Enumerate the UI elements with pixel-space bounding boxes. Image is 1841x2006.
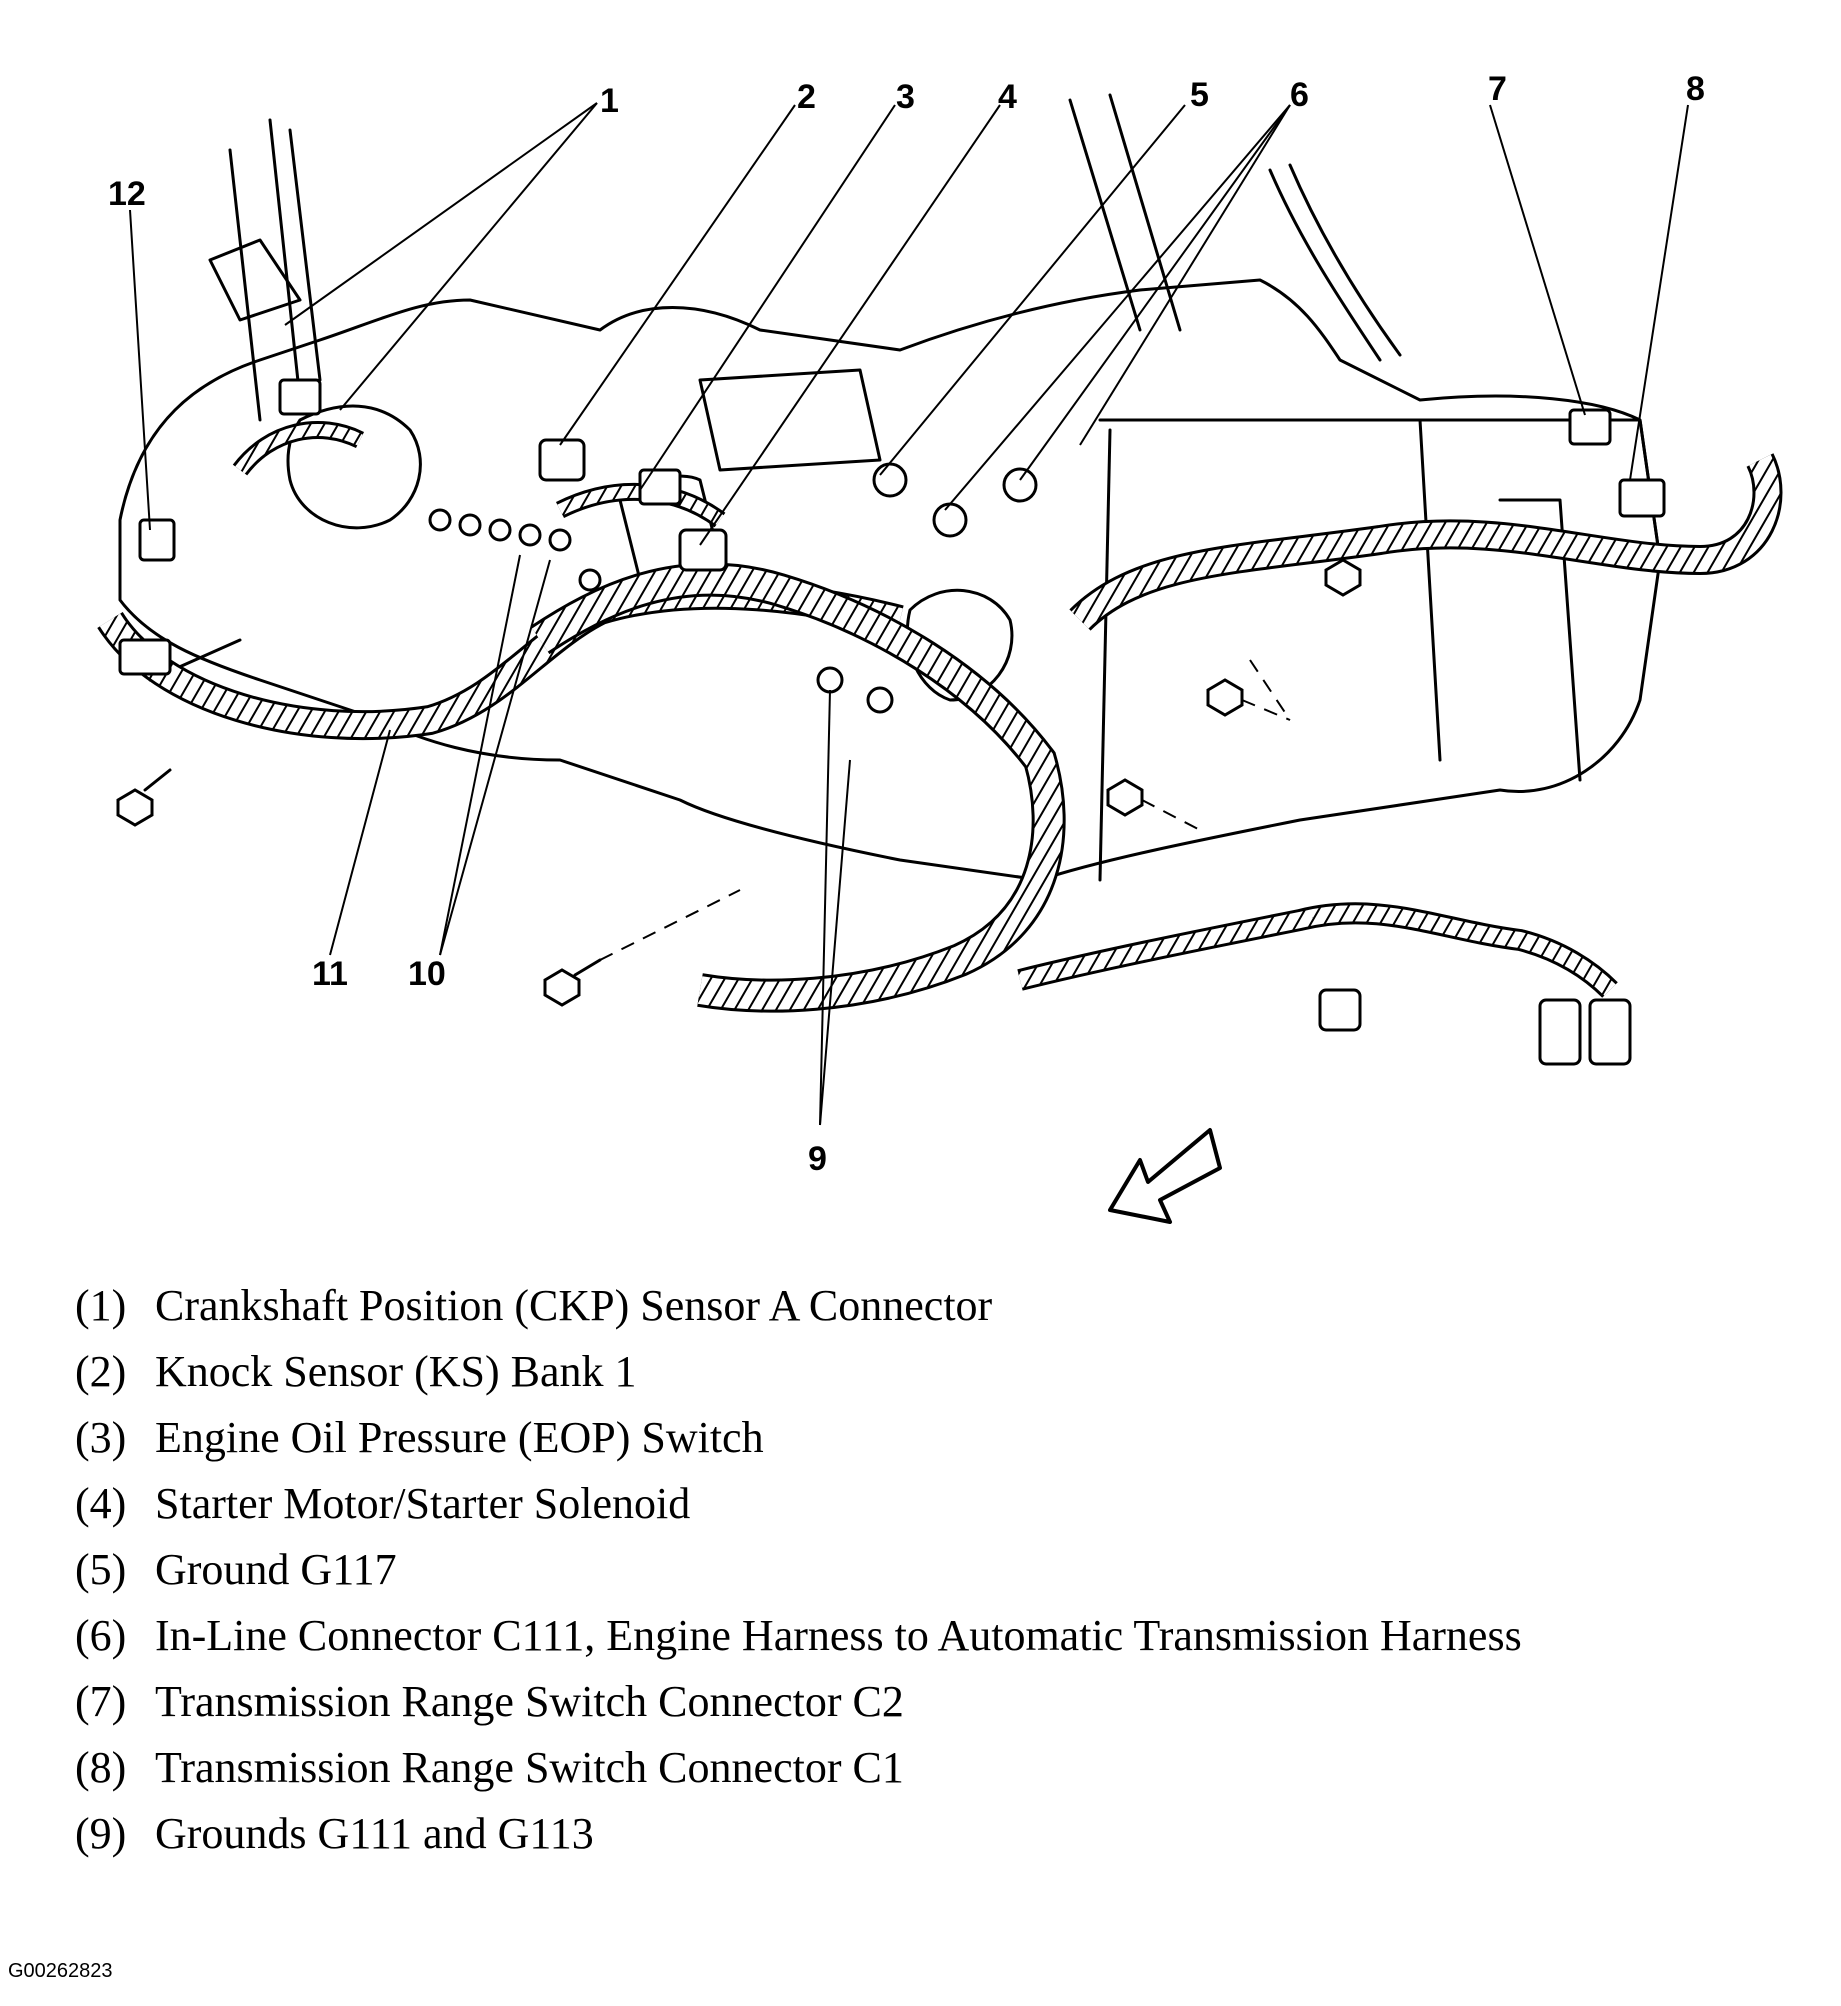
legend-item: (7) Transmission Range Switch Connector C… xyxy=(75,1668,1815,1734)
component-legend: (1) Crankshaft Position (CKP) Sensor A Co… xyxy=(75,1272,1815,1866)
callout-7: 7 xyxy=(1488,70,1507,108)
engine-harness-diagram: 1 2 3 4 5 6 7 8 9 10 11 12 xyxy=(97,70,1783,1224)
legend-text: Transmission Range Switch Connector C2 xyxy=(155,1676,904,1726)
callout-4: 4 xyxy=(998,78,1017,116)
legend-item: (8) Transmission Range Switch Connector C… xyxy=(75,1734,1815,1800)
legend-text: Starter Motor/Starter Solenoid xyxy=(155,1478,691,1528)
legend-text: Ground G117 xyxy=(155,1544,397,1594)
legend-text: Engine Oil Pressure (EOP) Switch xyxy=(155,1412,764,1462)
leader-lines xyxy=(129,102,1689,1126)
callout-2: 2 xyxy=(797,78,816,116)
legend-number: (7) xyxy=(75,1676,127,1726)
legend-text: Crankshaft Position (CKP) Sensor A Conne… xyxy=(155,1280,993,1330)
connectors xyxy=(118,378,1666,1066)
callout-12: 12 xyxy=(108,175,146,213)
legend-number: (6) xyxy=(75,1610,127,1660)
figure-id: G00262823 xyxy=(8,1960,113,1982)
callout-3: 3 xyxy=(896,78,915,116)
placement-lines xyxy=(599,659,1291,961)
callout-10: 10 xyxy=(408,955,446,993)
legend-item: (3) Engine Oil Pressure (EOP) Switch xyxy=(75,1404,1815,1470)
legend-number: (9) xyxy=(75,1808,127,1858)
callout-5: 5 xyxy=(1190,76,1209,114)
legend-text: Grounds G111 and G113 xyxy=(155,1808,594,1858)
legend-text: In-Line Connector C111, Engine Harness t… xyxy=(155,1610,1522,1660)
legend-item: (1) Crankshaft Position (CKP) Sensor A Co… xyxy=(75,1272,1815,1338)
engine-outline xyxy=(118,93,1662,882)
callout-1: 1 xyxy=(600,82,619,120)
callout-11: 11 xyxy=(312,955,348,993)
legend-item: (5) Ground G117 xyxy=(75,1536,1815,1602)
legend-text: Transmission Range Switch Connector C1 xyxy=(155,1742,904,1792)
legend-item: (4) Starter Motor/Starter Solenoid xyxy=(75,1470,1815,1536)
bolts xyxy=(116,558,1362,1007)
callout-9: 9 xyxy=(808,1140,827,1178)
legend-item: (2) Knock Sensor (KS) Bank 1 xyxy=(75,1338,1815,1404)
legend-item: (9) Grounds G111 and G113 xyxy=(75,1800,1815,1866)
legend-number: (4) xyxy=(75,1478,127,1528)
wiring-harness xyxy=(97,421,1783,1013)
legend-number: (1) xyxy=(75,1280,127,1330)
legend-item: (6) In-Line Connector C111, Engine Harnes… xyxy=(75,1602,1815,1668)
legend-number: (3) xyxy=(75,1412,127,1462)
callout-8: 8 xyxy=(1686,70,1705,108)
legend-number: (2) xyxy=(75,1346,127,1396)
legend-text: Knock Sensor (KS) Bank 1 xyxy=(155,1346,637,1396)
legend-number: (8) xyxy=(75,1742,127,1792)
legend-number: (5) xyxy=(75,1544,127,1594)
arrow-icon xyxy=(1108,1128,1222,1224)
callout-6: 6 xyxy=(1290,76,1309,114)
